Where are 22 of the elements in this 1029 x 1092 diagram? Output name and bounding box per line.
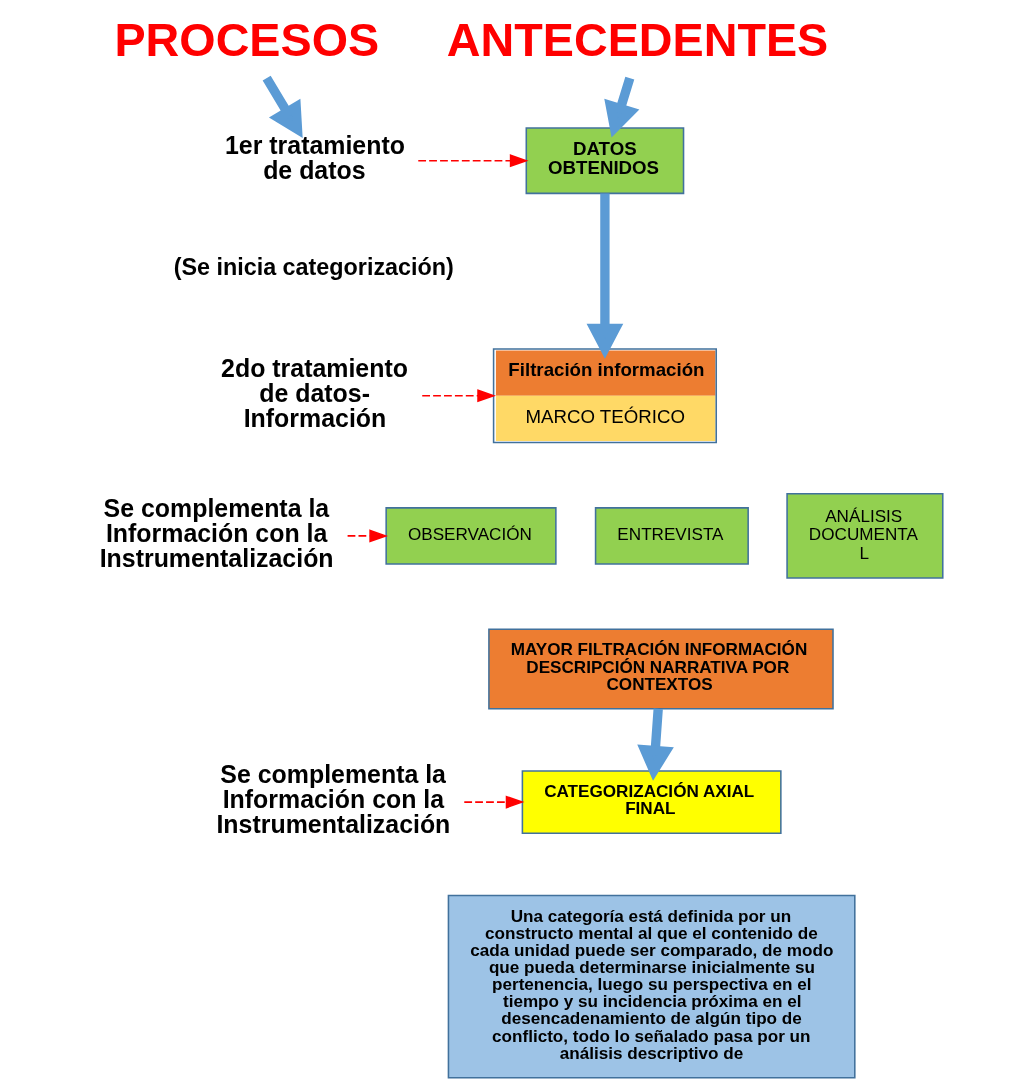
- node-text: 1er tratamiento de datos: [224, 131, 405, 185]
- node-text: ANTECEDENTES: [446, 14, 828, 67]
- arrow: [636, 708, 674, 781]
- arrow: [420, 389, 496, 403]
- node-box: OBSERVACIÓN: [384, 507, 557, 565]
- node-text: PROCESOS: [113, 14, 379, 67]
- node-box: MAYOR FILTRACIÓN INFORMACIÓN DESCRIPCIÓN NARRATIVA POR CONTEXTOS: [487, 628, 834, 710]
- node-text: Se complementa la Información con la Instrumentalización: [99, 493, 334, 572]
- node-text: 2do tratamiento de datos- Información: [220, 353, 408, 432]
- node-box: Una categoría está definida por un constructo mental al que el contenido de cada unidad puede ser comparado, de modo que pueda determinarse inicialmente su pertenencia, luego su perspectiva en el tiempo y su incidencia próxima en el desencadenamiento de algún tipo de conflicto, todo lo señalado pasa por un análisis descriptivo de: [447, 894, 856, 1079]
- label: (Se inicia categorización): [173, 254, 454, 281]
- node-box: CATEGORIZACIÓN AXIAL FINAL: [521, 770, 782, 835]
- node-box: ANÁLISIS DOCUMENTA L: [785, 493, 944, 579]
- node-box: DATOS OBTENIDOS: [525, 127, 684, 195]
- arrow: [417, 154, 529, 168]
- arrow: [586, 193, 623, 359]
- arrow: [603, 76, 639, 138]
- arrow: [346, 529, 388, 543]
- arrow: [463, 795, 524, 809]
- node-text: Se complementa la Información con la Instrumentalización: [215, 760, 450, 838]
- node-box: ENTREVISTA: [594, 507, 749, 565]
- arrow: [262, 75, 303, 139]
